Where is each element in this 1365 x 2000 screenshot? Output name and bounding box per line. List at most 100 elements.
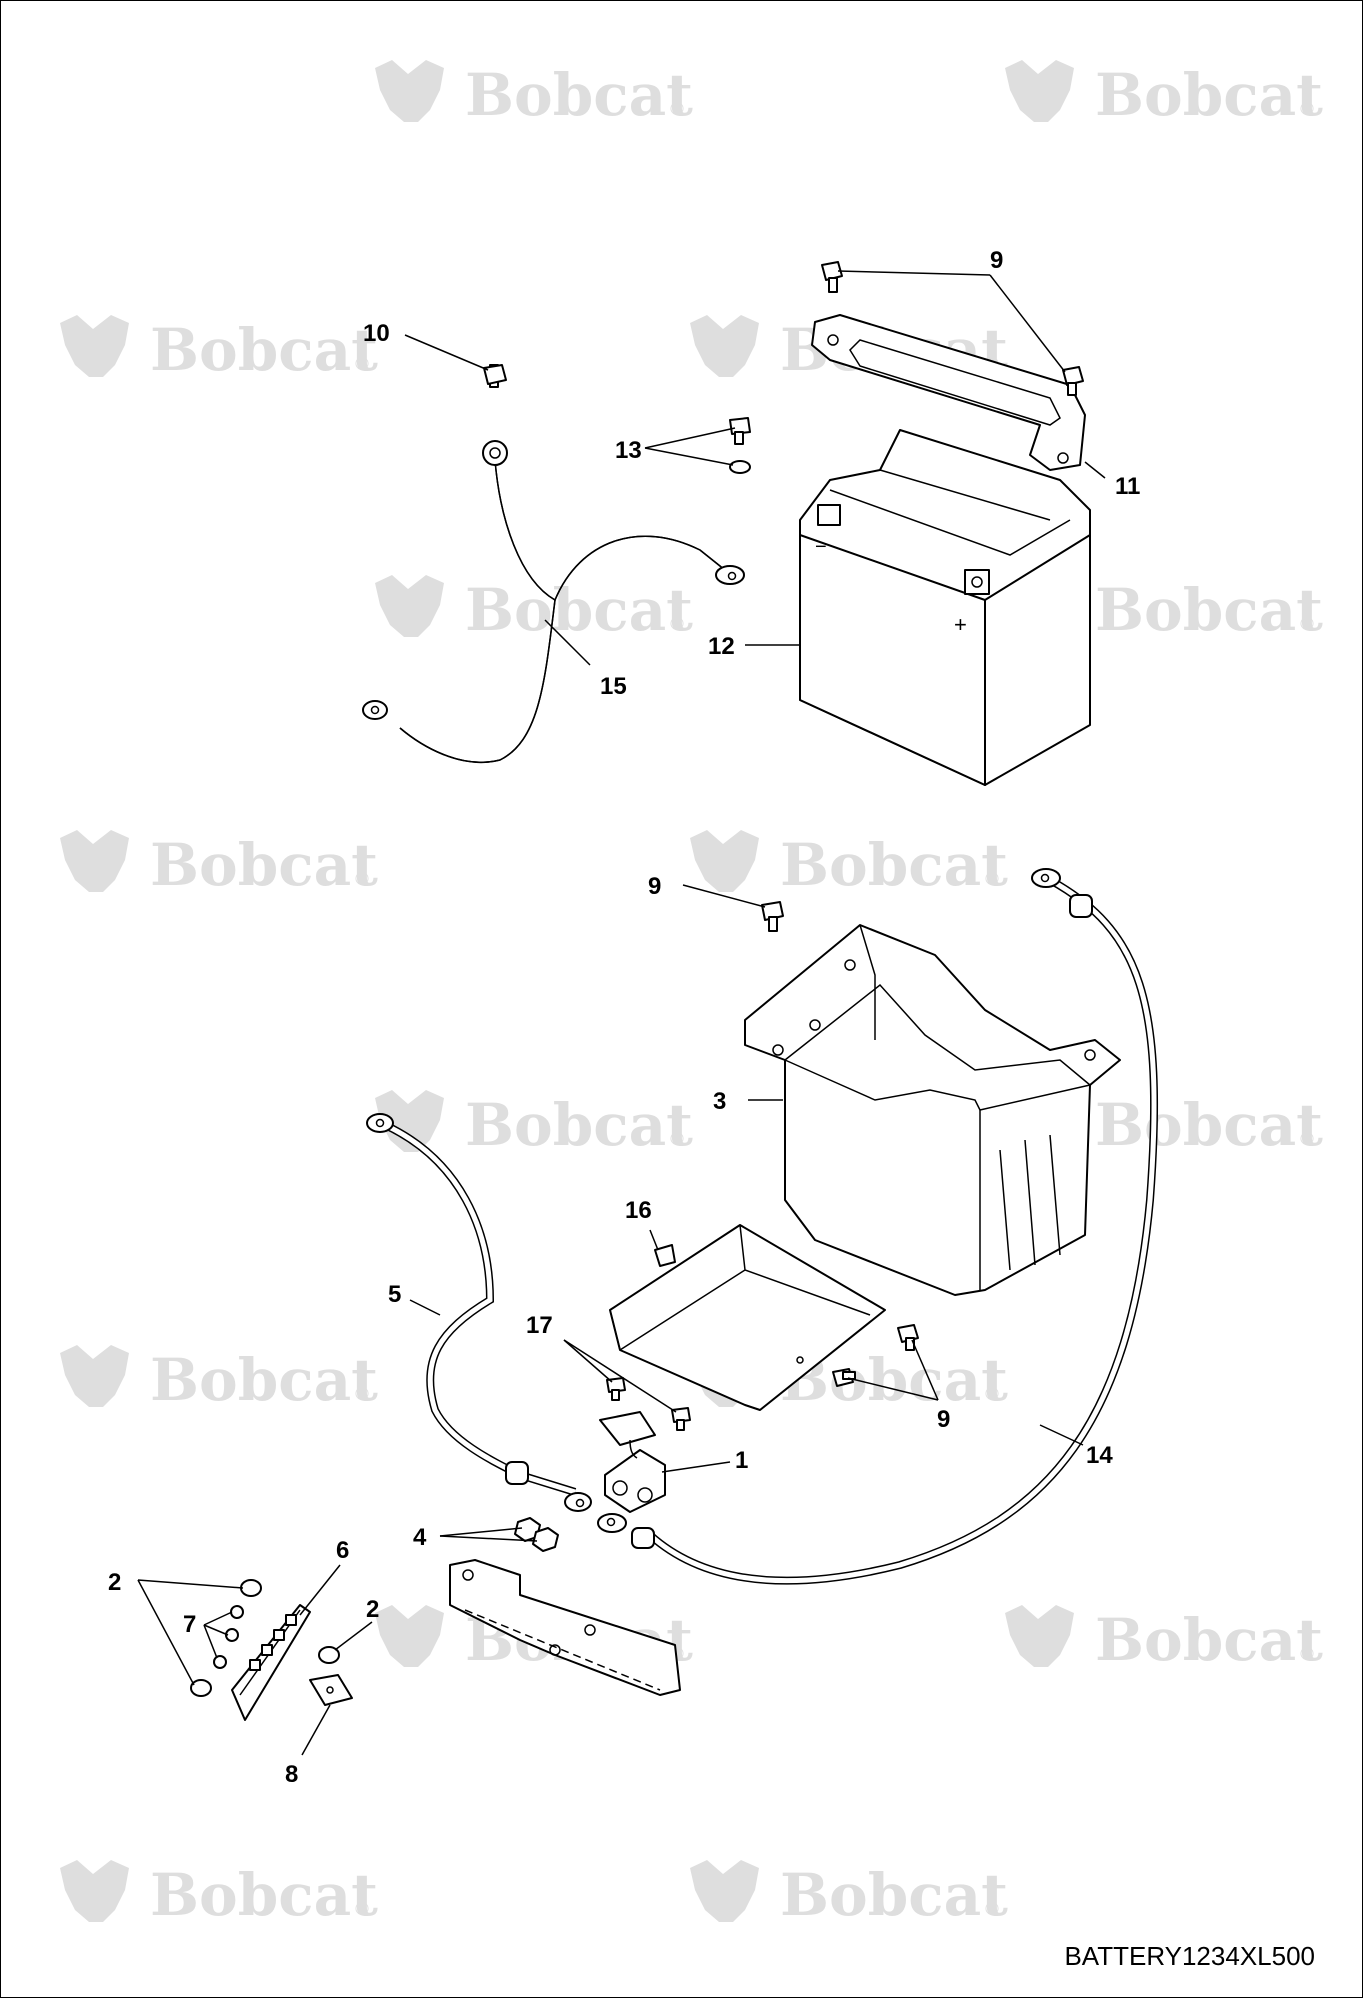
callout-9-bracket: 9 [937, 1406, 950, 1433]
watermark: Bobcat® [690, 1860, 1008, 1929]
watermark-brand: Bobcat [150, 1861, 378, 1929]
support-bracket [609, 1224, 886, 1411]
callout-3: 3 [713, 1088, 726, 1115]
watermark-brand: Bobcat [780, 831, 1008, 899]
callout-14: 14 [1086, 1442, 1113, 1469]
bolt-9-tray [761, 901, 784, 932]
cable-14 [597, 868, 1158, 1585]
clip-8 [309, 1674, 353, 1706]
bolt-top-left [821, 261, 843, 293]
callout-2-left: 2 [108, 1569, 121, 1596]
watermark-registered-mark: ® [983, 869, 1001, 890]
callout-7: 7 [183, 1611, 196, 1638]
callout-15: 15 [600, 673, 627, 700]
caps-2 [190, 1579, 340, 1697]
bobcat-logo-icon [690, 830, 759, 892]
bobcat-logo-icon [690, 315, 759, 377]
callout-5: 5 [388, 1281, 401, 1308]
battery-hold-down [811, 314, 1086, 471]
watermark-registered-mark: ® [668, 1129, 686, 1150]
watermark-brand: Bobcat [780, 1861, 1008, 1929]
drawing-id: BATTERY1234XL500 [1064, 1941, 1315, 1971]
watermark-registered-mark: ® [353, 869, 371, 890]
battery-plus-mark: + [954, 612, 967, 637]
watermark-texts: Bobcat®Bobcat®Bobcat®Bobcat®Bobcat®Bobca… [60, 60, 1323, 1929]
callout-16: 16 [625, 1197, 652, 1224]
watermark-registered-mark: ® [668, 614, 686, 635]
watermark: Bobcat® [60, 1345, 378, 1414]
callout-2-right: 2 [366, 1596, 379, 1623]
watermark-registered-mark: ® [983, 1899, 1001, 1920]
watermark-registered-mark: ® [1298, 99, 1316, 120]
battery-tray [744, 924, 1121, 1296]
battery: − + [799, 429, 1091, 786]
bolt-10 [483, 364, 507, 388]
watermark-brand: Bobcat [1095, 1606, 1323, 1674]
bobcat-logo-icon [60, 830, 129, 892]
watermark-brand: Bobcat [465, 61, 693, 129]
watermark-brand: Bobcat [465, 576, 693, 644]
leader-lines [137, 270, 1106, 1756]
watermark-registered-mark: ® [1298, 1644, 1316, 1665]
callout-6: 6 [336, 1537, 349, 1564]
bobcat-logo-icon [1005, 1605, 1074, 1667]
callout-12: 12 [708, 633, 735, 660]
watermark: Bobcat® [375, 60, 693, 129]
bobcat-logo-icon [60, 1345, 129, 1407]
bobcat-logo-icon [60, 315, 129, 377]
watermark: Bobcat® [375, 1090, 693, 1159]
watermark-brand: Bobcat [150, 316, 378, 384]
watermark-registered-mark: ® [983, 1384, 1001, 1405]
bolt-top-right [1062, 366, 1084, 396]
callout-11: 11 [1115, 473, 1140, 500]
watermark: Bobcat® [60, 830, 378, 899]
bolts-9-bracket [832, 1324, 919, 1387]
watermark-registered-mark: ® [668, 99, 686, 120]
callout-9-tray: 9 [648, 873, 661, 900]
solenoid [599, 1411, 666, 1513]
watermark-brand: Bobcat [150, 1346, 378, 1414]
bolt-13 [729, 417, 751, 474]
mounting-plate [449, 1559, 681, 1696]
bobcat-logo-icon [375, 1090, 444, 1152]
callout-9-top: 9 [990, 247, 1003, 274]
watermark-brand: Bobcat [150, 831, 378, 899]
watermark-registered-mark: ® [1298, 614, 1316, 635]
callout-10: 10 [363, 320, 390, 347]
watermark-registered-mark: ® [353, 1384, 371, 1405]
callout-4: 4 [413, 1524, 427, 1551]
callout-1: 1 [735, 1447, 748, 1474]
callout-13: 13 [615, 437, 642, 464]
callout-8: 8 [285, 1761, 298, 1788]
bobcat-logo-icon [375, 1605, 444, 1667]
cable-15 [362, 440, 745, 763]
bobcat-logo-icon [375, 575, 444, 637]
watermark: Bobcat® [1005, 60, 1323, 129]
watermark: Bobcat® [60, 1860, 378, 1929]
bobcat-logo-icon [690, 1860, 759, 1922]
watermark: Bobcat® [1005, 1605, 1323, 1674]
terminal-block [231, 1604, 311, 1721]
watermark-registered-mark: ® [1298, 1129, 1316, 1150]
nuts-7 [213, 1605, 244, 1669]
watermark: Bobcat® [375, 575, 693, 644]
watermark-brand: Bobcat [1095, 1091, 1323, 1159]
bolts-17 [606, 1377, 691, 1431]
watermark-brand: Bobcat [1095, 61, 1323, 129]
nuts-4 [514, 1517, 559, 1552]
battery-minus-mark: − [815, 536, 827, 558]
cable-5 [366, 1113, 592, 1512]
watermark-brand: Bobcat [465, 1091, 693, 1159]
watermark: Bobcat® [60, 315, 378, 384]
callout-17: 17 [526, 1312, 553, 1339]
bobcat-logo-icon [375, 60, 444, 122]
bobcat-logo-icon [60, 1860, 129, 1922]
watermark-brand: Bobcat [1095, 576, 1323, 644]
callouts: 9 10 13 11 12 15 9 3 16 5 17 9 1 14 4 6 … [108, 247, 1140, 1788]
watermark-registered-mark: ® [353, 1899, 371, 1920]
bobcat-logo-icon [1005, 60, 1074, 122]
watermark-registered-mark: ® [353, 354, 371, 375]
watermark: Bobcat® [690, 830, 1008, 899]
